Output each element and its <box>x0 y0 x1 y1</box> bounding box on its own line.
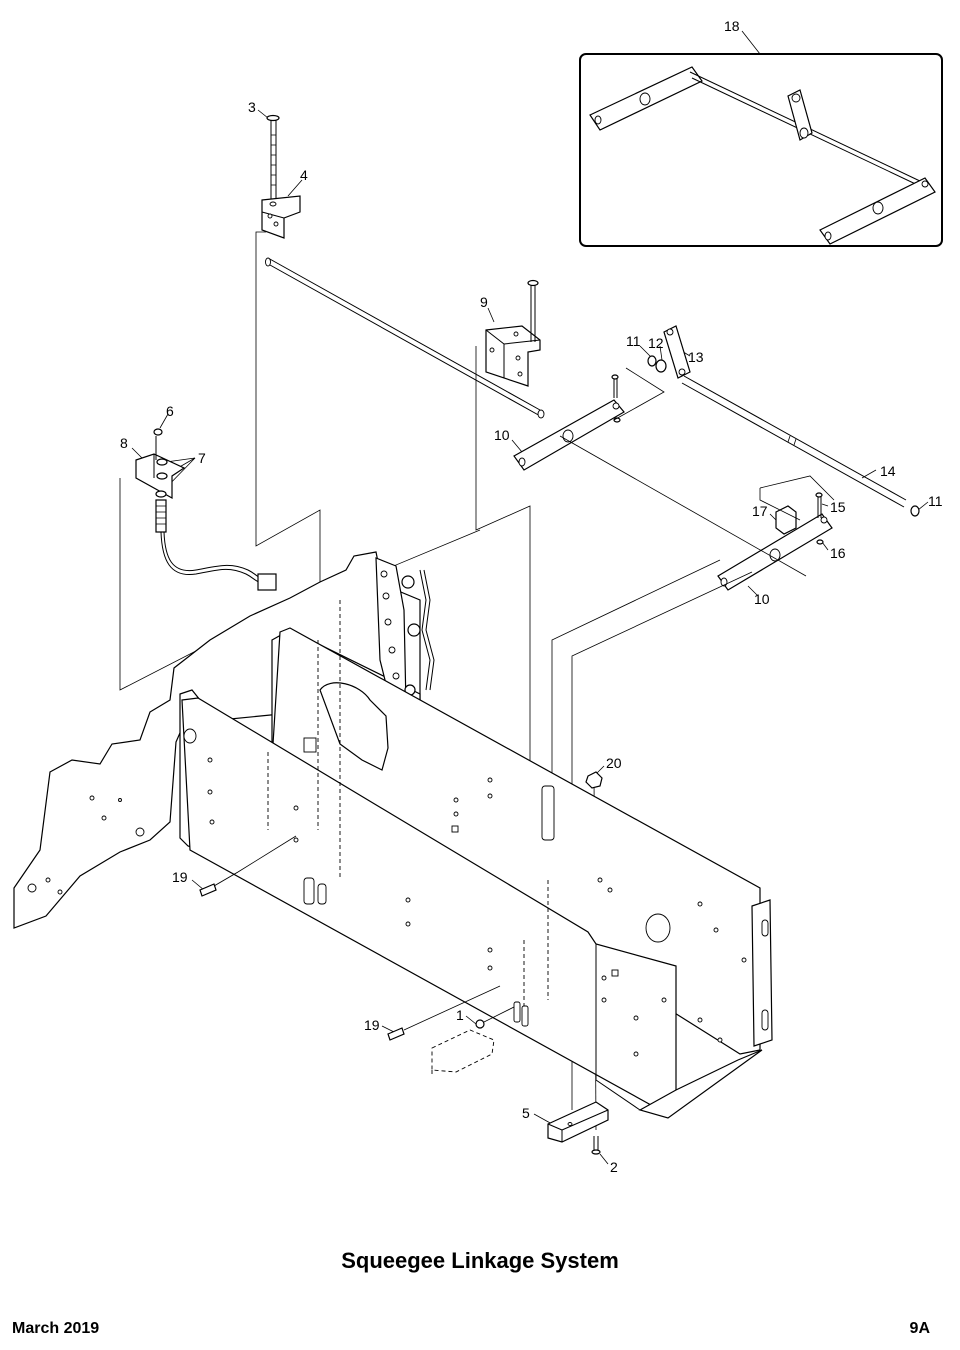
callout-6: 6 <box>166 403 174 419</box>
part-14-shaft <box>681 375 920 517</box>
footer-page-number: 9A <box>909 1320 930 1337</box>
callout-7: 7 <box>198 450 206 466</box>
callout-4: 4 <box>300 167 308 183</box>
long-rod <box>265 257 545 419</box>
main-frame <box>179 627 773 1119</box>
part-10-lower-link <box>717 492 833 591</box>
callout-16: 16 <box>830 545 846 561</box>
callout-11-right: 11 <box>928 493 943 509</box>
part-9-bracket <box>485 279 541 387</box>
callout-9: 9 <box>480 294 488 310</box>
callout-10-upper: 10 <box>494 427 510 443</box>
callout-19-left: 19 <box>172 869 188 885</box>
callout-18: 18 <box>724 18 740 34</box>
footer-date: March 2019 <box>12 1320 100 1337</box>
callout-12: 12 <box>648 335 664 351</box>
callout-15: 15 <box>830 499 846 515</box>
part-8-sensor-bracket <box>135 428 277 591</box>
callout-1: 1 <box>456 1007 464 1023</box>
callout-labels: 18 3 4 9 11 12 13 6 8 7 10 14 11 15 17 1… <box>120 18 943 1175</box>
part-4-bracket <box>261 195 301 239</box>
callout-13: 13 <box>688 349 704 365</box>
inset-assembly-18 <box>579 53 943 247</box>
callout-10-lower: 10 <box>754 591 770 607</box>
part-10-upper-link <box>513 374 625 471</box>
callout-20: 20 <box>606 755 622 771</box>
diagram-title: Squeegee Linkage System <box>341 1248 619 1273</box>
callout-2: 2 <box>610 1159 618 1175</box>
fasteners <box>199 771 609 1155</box>
callout-5: 5 <box>522 1105 530 1121</box>
callout-19-bottom: 19 <box>364 1017 380 1033</box>
callout-14: 14 <box>880 463 896 479</box>
part-3-bolt <box>266 114 280 200</box>
callout-11-upper: 11 <box>626 333 641 349</box>
callout-8: 8 <box>120 435 128 451</box>
parts-11-12-13 <box>647 325 691 379</box>
exploded-parts-diagram: 18 3 4 9 11 12 13 6 8 7 10 14 11 15 17 1… <box>13 18 943 1175</box>
callout-3: 3 <box>248 99 256 115</box>
callout-17: 17 <box>752 503 768 519</box>
